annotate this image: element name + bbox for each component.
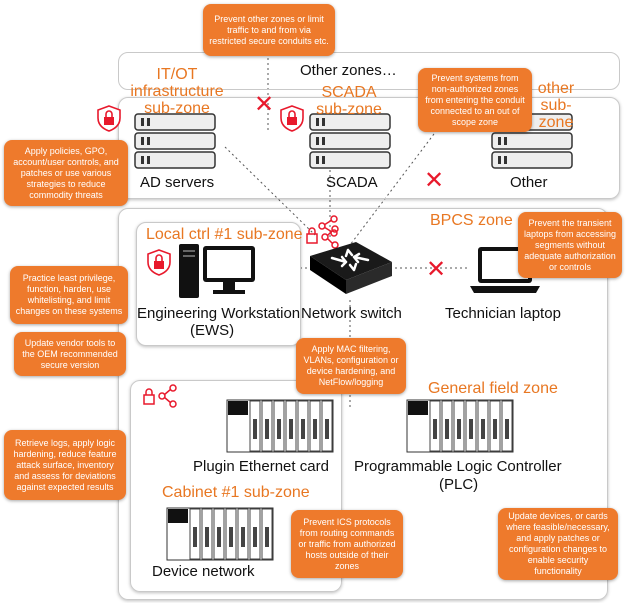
bpcs-zone-title: BPCS zone (430, 212, 513, 229)
ews-label-line2: (EWS) (190, 322, 235, 339)
scada-subzone-title: SCADA sub-zone (316, 84, 382, 118)
lock-shield-icon (97, 105, 121, 132)
other-subzone-title: other sub-zone (537, 80, 575, 131)
technician-laptop-label: Technician laptop (445, 305, 561, 322)
ad-servers-icon (134, 113, 216, 169)
callout-left-least-privilege: Practice least privilege, function, hard… (10, 266, 128, 324)
other-zones-label: Other zones… (300, 62, 397, 79)
device-network-label: Device network (152, 563, 255, 580)
itot-subzone-title: IT/OT infrastructure sub-zone (130, 66, 224, 117)
scada-server-icon (309, 113, 391, 169)
ews-label-line1: Engineering Workstation (137, 305, 301, 322)
callout-right-top: Prevent systems from non-authorized zone… (418, 68, 532, 132)
bpcs-zone-box (118, 208, 608, 600)
callout-right-update: Update devices, or cards where feasible/… (498, 508, 618, 580)
red-x-icon: ✕ (426, 255, 447, 283)
red-x-icon: ✕ (254, 90, 275, 118)
other-zones-box (118, 52, 620, 90)
network-switch-label: Network switch (301, 305, 402, 322)
plugin-card-label: Plugin Ethernet card (193, 458, 329, 475)
lock-shield-icon (280, 105, 304, 132)
callout-left-logs: Retrieve logs, apply logic hardening, re… (4, 430, 126, 500)
plc-rack-icon (406, 399, 514, 453)
workstation-icon (179, 244, 255, 298)
local-ctrl-subzone-title: Local ctrl #1 sub-zone (146, 226, 303, 243)
other-label: Other (510, 174, 548, 191)
callout-left-policies: Apply policies, GPO, account/user contro… (4, 140, 128, 206)
general-field-zone-title: General field zone (428, 380, 558, 397)
other-server-icon (491, 113, 573, 169)
network-switch-icon (310, 242, 392, 294)
lock-shield-icon (147, 249, 171, 276)
device-network-rack-icon (166, 507, 274, 561)
share-icon (318, 215, 338, 237)
callout-top: Prevent other zones or limit traffic to … (203, 4, 335, 56)
red-x-icon: ✕ (424, 166, 445, 194)
local-ctrl-box (136, 222, 301, 346)
plugin-card-rack-icon (226, 399, 334, 453)
callout-left-vendor: Update vendor tools to the OEM recommend… (14, 332, 126, 376)
plc-label-line2: (PLC) (439, 476, 479, 493)
share-lock-icon (143, 384, 177, 408)
callout-right-laptop: Prevent the transient laptops from acces… (518, 212, 622, 278)
callout-center-mac: Apply MAC filtering, VLANs, configuratio… (296, 338, 406, 394)
cabinet-subzone-title: Cabinet #1 sub-zone (162, 484, 310, 501)
plc-label-line1: Programmable Logic Controller (354, 458, 562, 475)
scada-label: SCADA (326, 174, 378, 191)
cabinet-box (130, 380, 342, 592)
callout-center-ics: Prevent ICS protocols from routing comma… (291, 510, 403, 578)
ad-servers-label: AD servers (140, 174, 215, 191)
